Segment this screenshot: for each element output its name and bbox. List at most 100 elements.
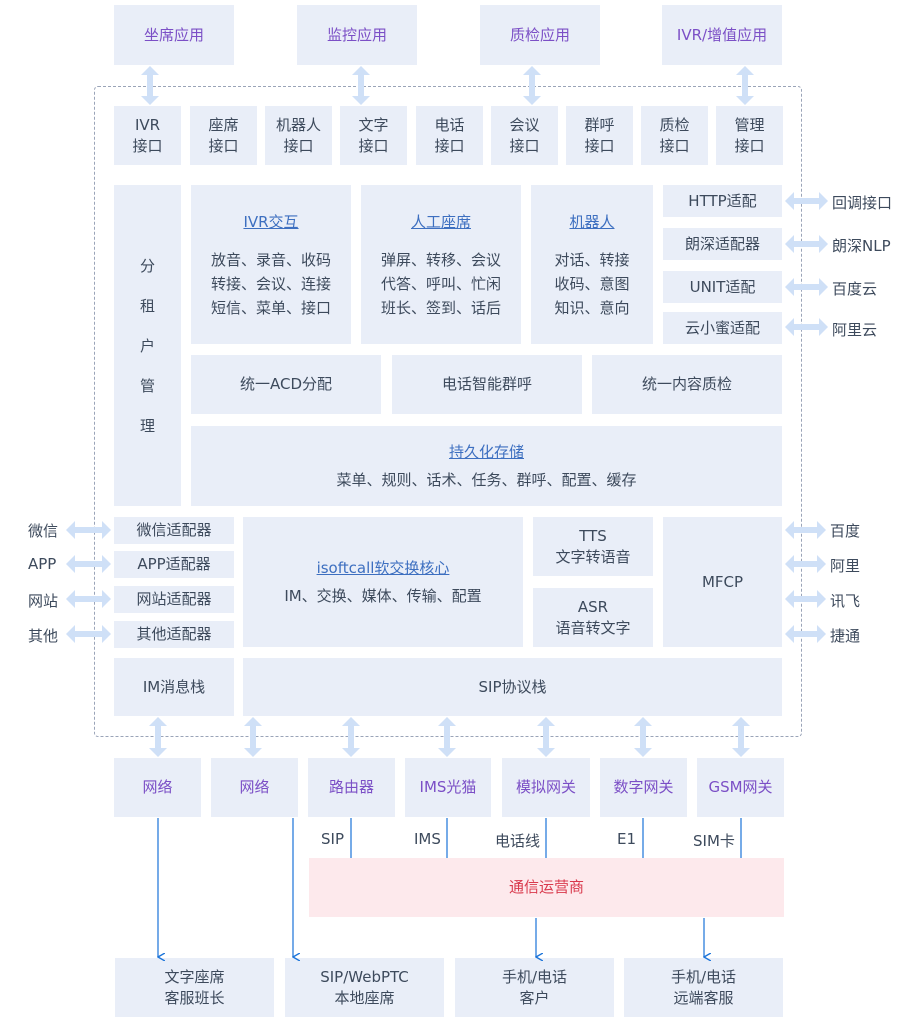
module-robot: 机器人 对话、转接 收码、意图 知识、意向 [531, 185, 653, 344]
interface-agent: 座席接口 [190, 106, 257, 165]
adapter-wechat-label: 微信适配器 [136, 521, 212, 540]
arrow-mfcp-vendor-3 [785, 590, 826, 608]
arrow-app-ivr [736, 66, 754, 105]
app-qa-label: 质检应用 [509, 25, 570, 44]
adapter-http: HTTP适配 [663, 185, 782, 217]
endpoint-customer: 手机/电话客户 [455, 958, 614, 1017]
app-agent: 坐席应用 [114, 5, 234, 65]
arrow-left-adapter-4 [66, 625, 111, 643]
module-agent-line: 弹屏、转移、会议 [380, 250, 501, 269]
arrow-stack-network-2 [244, 717, 262, 757]
router: 路由器 [308, 758, 395, 817]
ims-modem: IMS光猫 [405, 758, 491, 817]
adapter-app-label: APP适配器 [137, 555, 211, 574]
adapter-xiaomi: 云小蜜适配 [663, 312, 782, 344]
tts-desc: 文字转语音 [555, 547, 631, 566]
app-monitor-label: 监控应用 [326, 25, 387, 44]
ext-website: 网站 [28, 592, 59, 610]
module-robot-line: 知识、意向 [554, 298, 630, 317]
link-label-ims: IMS [414, 830, 441, 848]
module-robot-title: 机器人 [569, 212, 615, 231]
ext-xunfei: 讯飞 [830, 592, 861, 610]
interface-text-name: 文字 [358, 116, 389, 135]
interface-manage: 管理接口 [716, 106, 783, 165]
module-agent-line: 代答、呼叫、忙闲 [380, 274, 501, 293]
adapter-langshen: 朗深适配器 [663, 228, 782, 260]
arrow-stack-network-6 [634, 717, 652, 757]
arrow-app-qa [523, 66, 541, 105]
adapter-http-label: HTTP适配 [688, 191, 757, 210]
arrow-app-agent [141, 66, 159, 105]
endpoint-text-agent: 文字座席客服班长 [115, 958, 274, 1017]
interface-phone-sub: 接口 [434, 136, 465, 155]
arrow-right-adapter-4 [785, 318, 828, 336]
arrow-mfcp-vendor-4 [785, 625, 826, 643]
arrow-mfcp-vendor-2 [785, 555, 826, 573]
analog-gateway: 模拟网关 [502, 758, 590, 817]
tenant-char-5: 理 [139, 416, 155, 435]
module-ivr-line: 放音、录音、收码 [210, 250, 331, 269]
carrier-label: 通信运营商 [508, 878, 584, 897]
service-qa-label: 统一内容质检 [641, 375, 732, 394]
tenant-char-1: 分 [139, 256, 155, 275]
tts-title: TTS [579, 527, 607, 546]
interface-group-call-sub: 接口 [584, 136, 615, 155]
arrow-left-adapter-2 [66, 555, 111, 573]
interface-robot-name: 机器人 [275, 116, 321, 135]
network-2-label: 网络 [239, 778, 270, 797]
sip-stack: SIP协议栈 [243, 658, 782, 716]
ext-callback: 回调接口 [832, 194, 893, 212]
interface-meeting: 会议接口 [491, 106, 558, 165]
interface-group-call: 群呼接口 [566, 106, 633, 165]
link-lines [158, 818, 742, 957]
interface-meeting-sub: 接口 [509, 136, 540, 155]
im-stack-label: IM消息栈 [142, 677, 206, 696]
service-group-call: 电话智能群呼 [392, 355, 582, 414]
asr-title: ASR [577, 598, 609, 617]
link-label-sim: SIM卡 [693, 832, 735, 850]
module-robot-line: 对话、转接 [554, 250, 630, 269]
storage-title: 持久化存储 [448, 442, 524, 461]
asr-desc: 语音转文字 [555, 618, 631, 637]
sip-stack-label: SIP协议栈 [478, 677, 547, 696]
analog-gateway-label: 模拟网关 [515, 778, 576, 797]
interface-manage-name: 管理 [734, 116, 765, 135]
adapter-app: APP适配器 [114, 551, 234, 578]
endpoint-local-agent-line1: SIP/WebPTC [320, 968, 409, 987]
adapter-langshen-label: 朗深适配器 [684, 234, 760, 253]
tenant-char-4: 管 [139, 376, 155, 395]
link-label-phone-line: 电话线 [495, 832, 541, 850]
interface-qa-sub: 接口 [659, 136, 690, 155]
adapter-website-label: 网站适配器 [136, 590, 212, 609]
arrow-right-adapter-3 [785, 278, 828, 296]
network-2: 网络 [211, 758, 298, 817]
arrow-stack-network-5 [537, 717, 555, 757]
ext-langshen-nlp: 朗深NLP [832, 237, 891, 255]
carrier: 通信运营商 [309, 858, 784, 917]
module-robot-line: 收码、意图 [554, 274, 630, 293]
interface-qa-name: 质检 [659, 116, 690, 135]
module-agent: 人工座席 弹屏、转移、会议 代答、呼叫、忙闲 班长、签到、话后 [361, 185, 521, 344]
endpoint-text-agent-line1: 文字座席 [164, 968, 225, 987]
interface-robot-sub: 接口 [283, 136, 314, 155]
module-ivr: IVR交互 放音、录音、收码 转接、会议、连接 短信、菜单、接口 [191, 185, 351, 344]
interface-text-sub: 接口 [358, 136, 389, 155]
arrow-app-monitor [352, 66, 370, 105]
ext-aliyun: 阿里云 [832, 321, 878, 339]
router-label: 路由器 [328, 778, 374, 797]
network-1: 网络 [114, 758, 201, 817]
adapter-xiaomi-label: 云小蜜适配 [684, 318, 760, 337]
ext-baidu: 百度 [830, 522, 861, 540]
endpoint-customer-line2: 客户 [519, 988, 550, 1007]
arrow-stack-network-7 [732, 717, 750, 757]
storage-desc: 菜单、规则、话术、任务、群呼、配置、缓存 [336, 471, 637, 489]
app-ivr: IVR/增值应用 [662, 5, 782, 65]
module-agent-title: 人工座席 [410, 212, 471, 231]
im-stack: IM消息栈 [114, 658, 234, 716]
interface-group-call-name: 群呼 [584, 116, 615, 135]
ext-baidu-cloud: 百度云 [832, 280, 878, 298]
endpoint-remote-agent-line2: 远端客服 [673, 988, 734, 1007]
app-ivr-label: IVR/增值应用 [676, 25, 768, 44]
ext-wechat: 微信 [28, 522, 59, 540]
